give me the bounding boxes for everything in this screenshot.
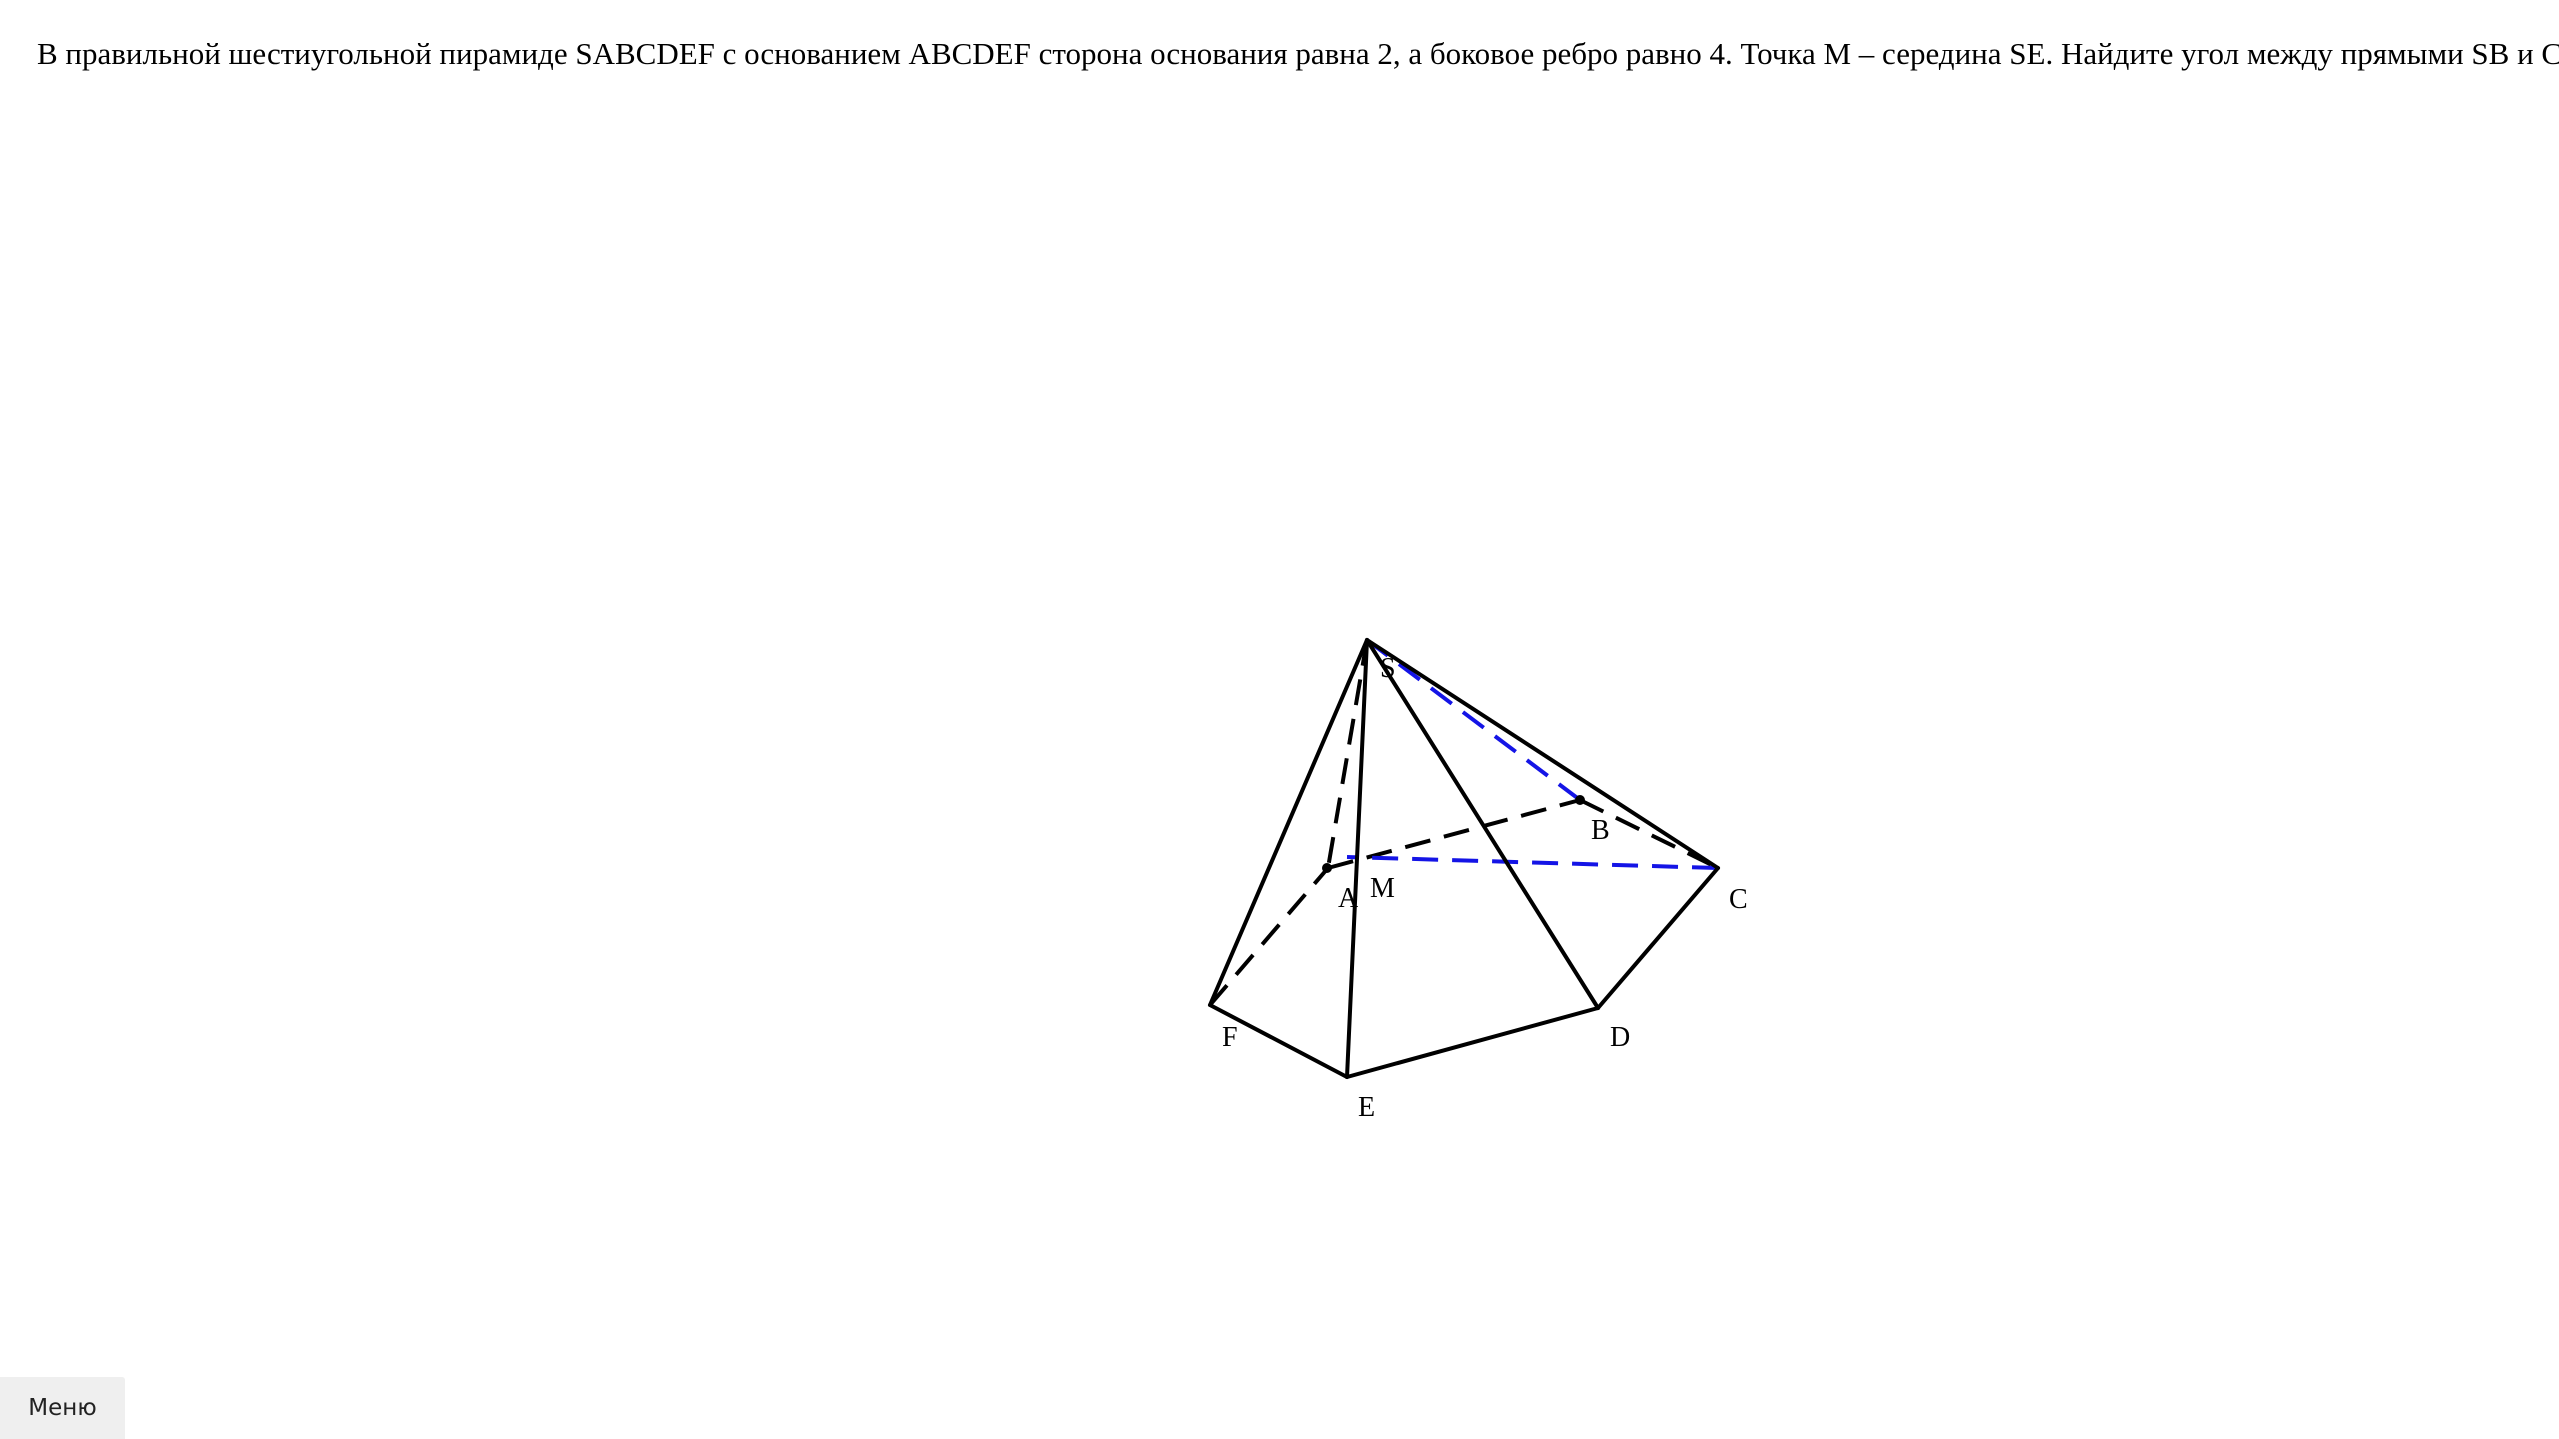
edge-SC <box>1365 638 1720 870</box>
edge-SF <box>1208 638 1369 1007</box>
edge-AB <box>1327 798 1581 870</box>
label-C: C <box>1729 884 1748 915</box>
label-D: D <box>1610 1022 1630 1053</box>
edge-SE <box>1345 638 1369 1079</box>
line-CM <box>1346 855 1719 870</box>
hidden-edges <box>1208 639 1719 1007</box>
edge-FA <box>1208 866 1330 1007</box>
problem-statement: В правильной шестиугольной пирамиде SABC… <box>37 36 2559 71</box>
points <box>1322 795 1585 873</box>
menu-button[interactable]: Меню <box>0 1377 125 1439</box>
edge-SD <box>1365 638 1600 1010</box>
edge-FE <box>1208 1003 1349 1079</box>
label-B: B <box>1591 815 1610 846</box>
edge-DC <box>1596 866 1720 1010</box>
label-M: M <box>1370 873 1395 904</box>
edge-ED <box>1345 1006 1600 1079</box>
label-E: E <box>1358 1092 1375 1123</box>
label-A: A <box>1338 883 1359 914</box>
edge-BC <box>1579 798 1719 870</box>
label-F: F <box>1222 1022 1238 1053</box>
line-SB <box>1365 638 1582 802</box>
visible-edges <box>1208 638 1720 1079</box>
highlight-lines <box>1346 638 1719 870</box>
label-S: S <box>1380 653 1396 684</box>
point-A <box>1322 863 1332 873</box>
point-B <box>1575 795 1585 805</box>
